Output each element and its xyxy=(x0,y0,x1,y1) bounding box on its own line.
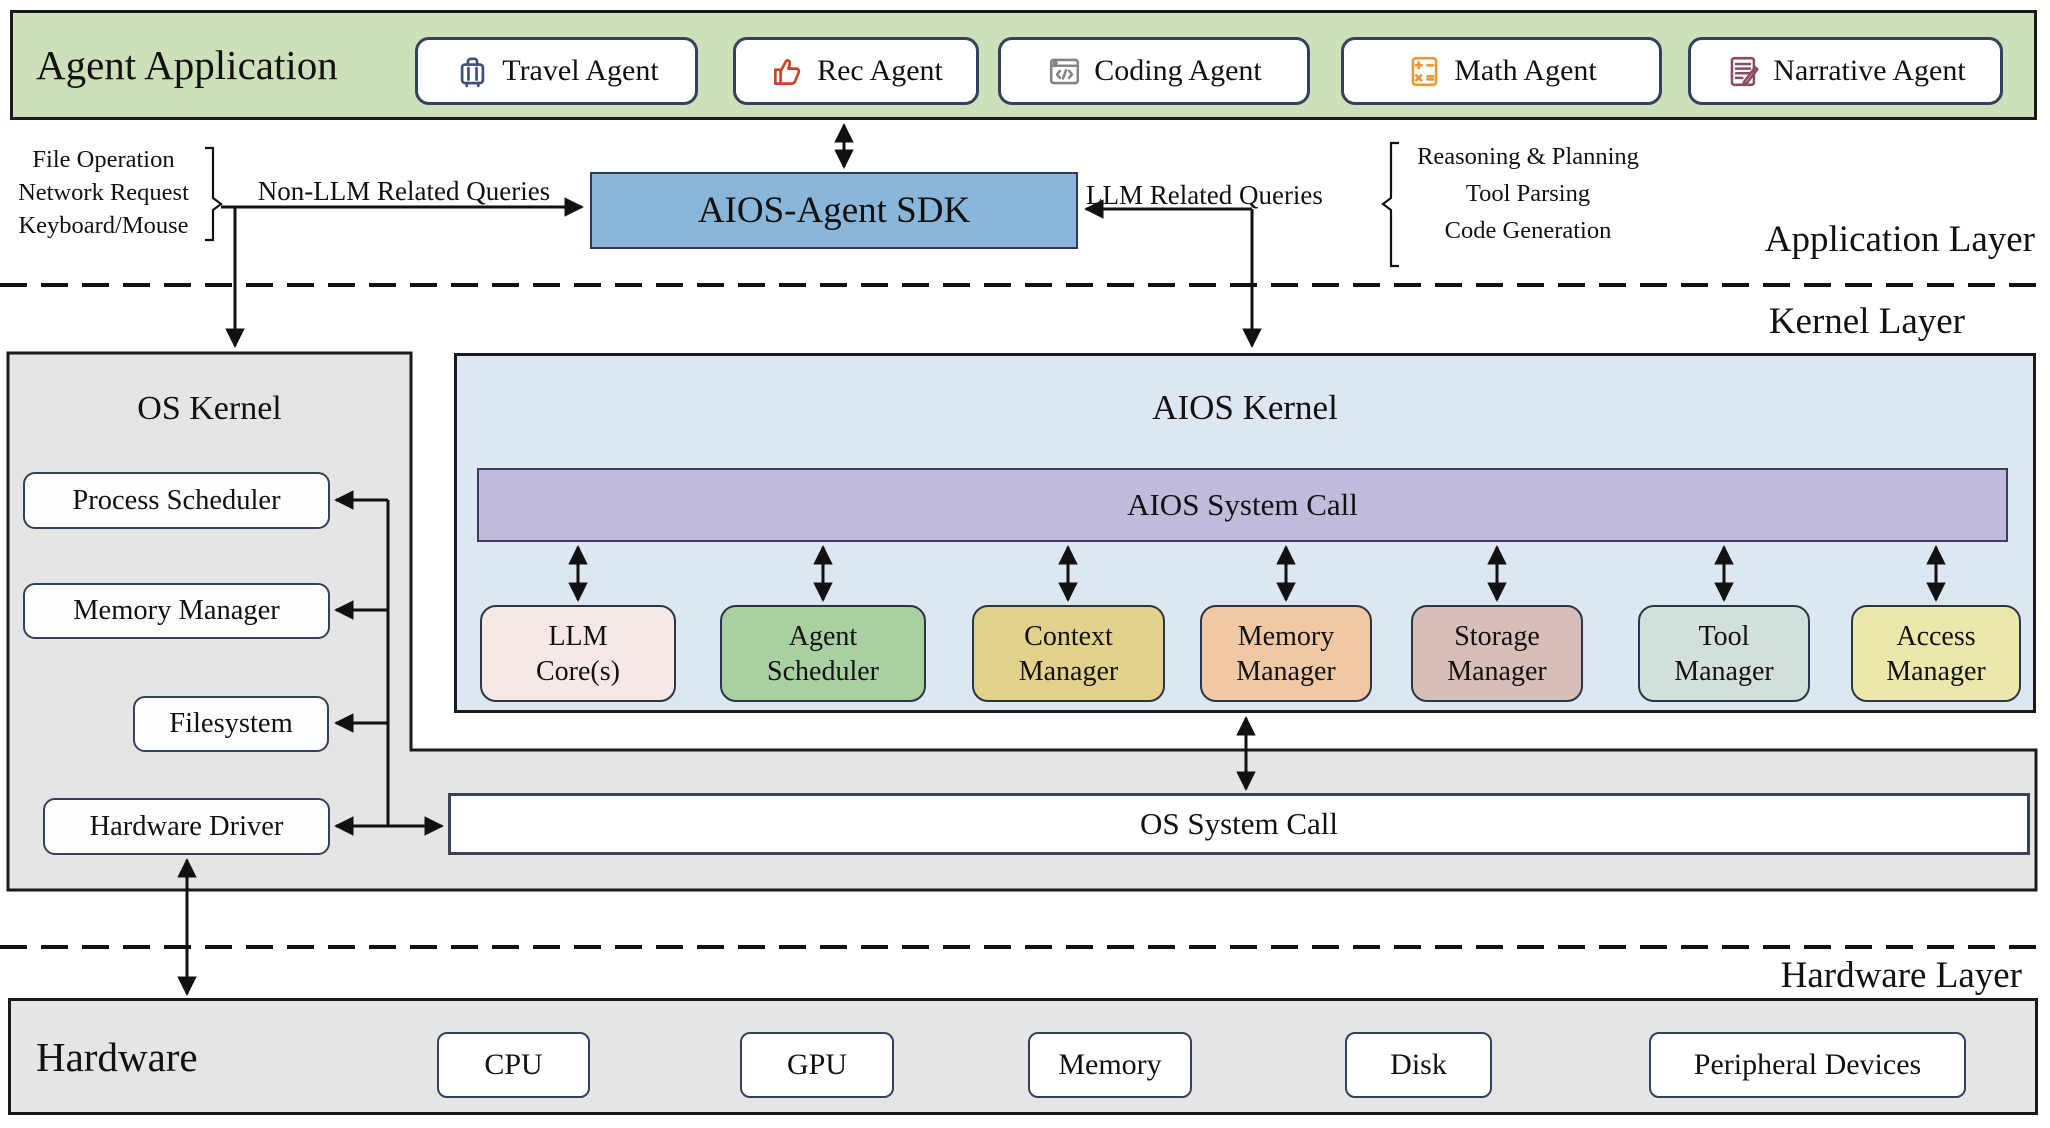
manager-context: Context Manager xyxy=(972,605,1165,702)
manager-access: Access Manager xyxy=(1851,605,2021,702)
non-llm-example-1: File Operation xyxy=(32,146,175,173)
non-llm-example-2: Network Request xyxy=(18,179,189,206)
manager-label-line1: Storage xyxy=(1454,620,1540,652)
manager-label-line1: LLM xyxy=(548,620,608,652)
manager-label-line2: Manager xyxy=(1447,655,1547,687)
agent-chip-label: Narrative Agent xyxy=(1773,54,1966,87)
agent-chip-rec: Rec Agent xyxy=(733,37,979,105)
document-pen-icon xyxy=(1730,56,1759,86)
hw-chip-disk: Disk xyxy=(1345,1032,1492,1098)
manager-label-line2: Scheduler xyxy=(767,655,879,687)
hw-chip-memory: Memory xyxy=(1028,1032,1192,1098)
llm-example-1: Reasoning & Planning xyxy=(1417,143,1639,170)
aios-system-call-bar: AIOS System Call xyxy=(477,468,2008,542)
manager-label-line2: Core(s) xyxy=(536,655,620,687)
manager-label-line1: Context xyxy=(1024,620,1113,652)
non-llm-queries-label: Non-LLM Related Queries xyxy=(257,176,551,206)
code-window-icon xyxy=(1050,58,1080,84)
thumbs-up-icon xyxy=(774,58,801,85)
luggage-icon xyxy=(461,56,485,87)
manager-label-line2: Manager xyxy=(1886,655,1986,687)
application-kernel-divider xyxy=(0,283,2050,287)
manager-tool: Tool Manager xyxy=(1638,605,1810,702)
hardware-title: Hardware xyxy=(36,1033,198,1080)
agent-chip-label: Rec Agent xyxy=(817,54,943,87)
agent-chip-label: Travel Agent xyxy=(502,54,659,87)
hw-chip-gpu: GPU xyxy=(740,1032,894,1098)
agent-application-title: Agent Application xyxy=(36,42,338,88)
llm-examples: Reasoning & Planning Tool Parsing Code G… xyxy=(1398,138,1658,249)
aios-agent-sdk-box: AIOS-Agent SDK xyxy=(590,172,1078,249)
os-module-filesystem: Filesystem xyxy=(133,696,329,752)
llm-example-2: Tool Parsing xyxy=(1465,180,1591,207)
hw-chip-peripheral-devices: Peripheral Devices xyxy=(1649,1032,1966,1098)
os-module-process-scheduler: Process Scheduler xyxy=(23,472,330,529)
manager-label-line1: Tool xyxy=(1698,620,1750,652)
manager-memory: Memory Manager xyxy=(1200,605,1372,702)
manager-label-line2: Manager xyxy=(1236,655,1336,687)
os-kernel-title: OS Kernel xyxy=(137,390,282,427)
kernel-hardware-divider xyxy=(0,945,2050,949)
llm-queries-label: LLM Related Queries xyxy=(1086,180,1323,210)
kernel-layer-label: Kernel Layer xyxy=(1768,301,1965,342)
manager-label-line2: Manager xyxy=(1674,655,1774,687)
manager-llm-cores: LLM Core(s) xyxy=(480,605,676,702)
non-llm-example-3: Keyboard/Mouse xyxy=(18,212,189,239)
agent-chip-math: Math Agent xyxy=(1341,37,1662,105)
manager-label-line1: Access xyxy=(1896,620,1976,652)
manager-storage: Storage Manager xyxy=(1411,605,1583,702)
aios-kernel-title: AIOS Kernel xyxy=(1152,388,1338,427)
agent-chip-travel: Travel Agent xyxy=(415,37,698,105)
manager-agent-scheduler: Agent Scheduler xyxy=(720,605,926,702)
non-llm-examples: File Operation Network Request Keyboard/… xyxy=(12,143,195,242)
agent-chip-narrative: Narrative Agent xyxy=(1688,37,2003,105)
os-module-hardware-driver: Hardware Driver xyxy=(43,798,330,855)
agent-chip-coding: Coding Agent xyxy=(998,37,1310,105)
os-kernel-panel-shape xyxy=(6,351,2038,892)
manager-label-line1: Agent xyxy=(788,620,858,652)
hardware-layer-label: Hardware Layer xyxy=(1780,955,2022,996)
calculator-icon xyxy=(1411,56,1438,86)
os-system-call-box: OS System Call xyxy=(448,793,2030,855)
os-module-memory-manager: Memory Manager xyxy=(23,583,330,639)
hw-chip-cpu: CPU xyxy=(437,1032,590,1098)
agent-chip-label: Coding Agent xyxy=(1094,54,1262,87)
application-layer-label: Application Layer xyxy=(1764,219,2035,260)
llm-example-3: Code Generation xyxy=(1444,217,1612,244)
manager-label-line1: Memory xyxy=(1237,620,1335,652)
agent-chip-label: Math Agent xyxy=(1454,54,1597,87)
manager-label-line2: Manager xyxy=(1018,655,1119,687)
